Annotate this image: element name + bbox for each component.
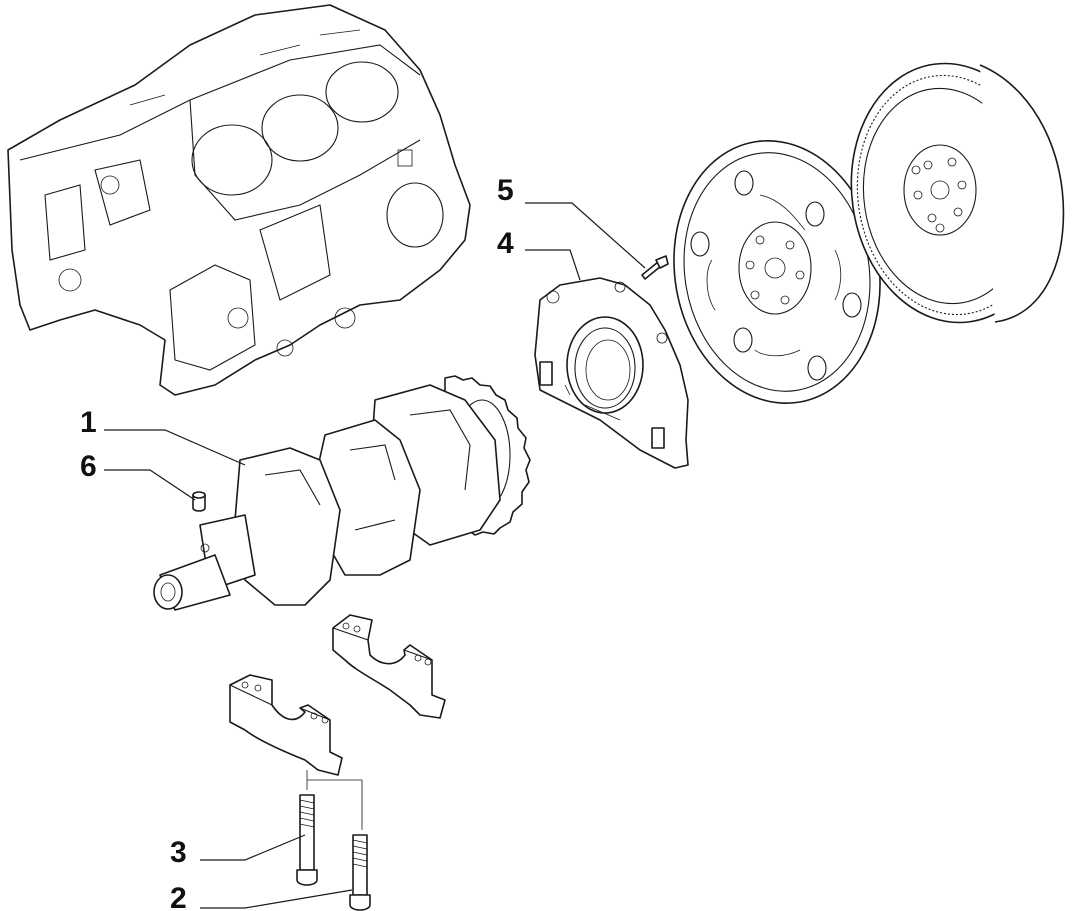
housing-screw (641, 255, 669, 280)
leader-2 (200, 889, 353, 909)
leader-1 (104, 429, 246, 466)
crankshaft (153, 375, 531, 611)
drive-plate (673, 140, 881, 404)
main-bearing-cap-upper (332, 614, 446, 719)
callout-3: 3 (170, 836, 187, 869)
leader-4 (525, 249, 581, 281)
main-bearing-bolt (296, 794, 318, 886)
main-bearing-bolt-long (349, 834, 371, 911)
callout-6: 6 (80, 450, 97, 483)
callout-labels: 1 6 5 4 3 2 (80, 174, 514, 911)
dowel-pin (192, 491, 206, 512)
leader-5 (525, 202, 646, 269)
leader-3 (200, 834, 306, 861)
leader-6 (104, 469, 196, 501)
main-bearing-cap-lower (229, 674, 343, 776)
assembly-guide-lines (306, 770, 363, 830)
flywheel (850, 62, 1065, 324)
callout-4: 4 (497, 227, 514, 260)
callout-1: 1 (80, 406, 97, 439)
rear-seal-housing (534, 277, 689, 469)
leader-lines (104, 202, 646, 909)
engine-block (7, 4, 471, 396)
callout-5: 5 (497, 174, 514, 207)
callout-2: 2 (170, 882, 187, 911)
